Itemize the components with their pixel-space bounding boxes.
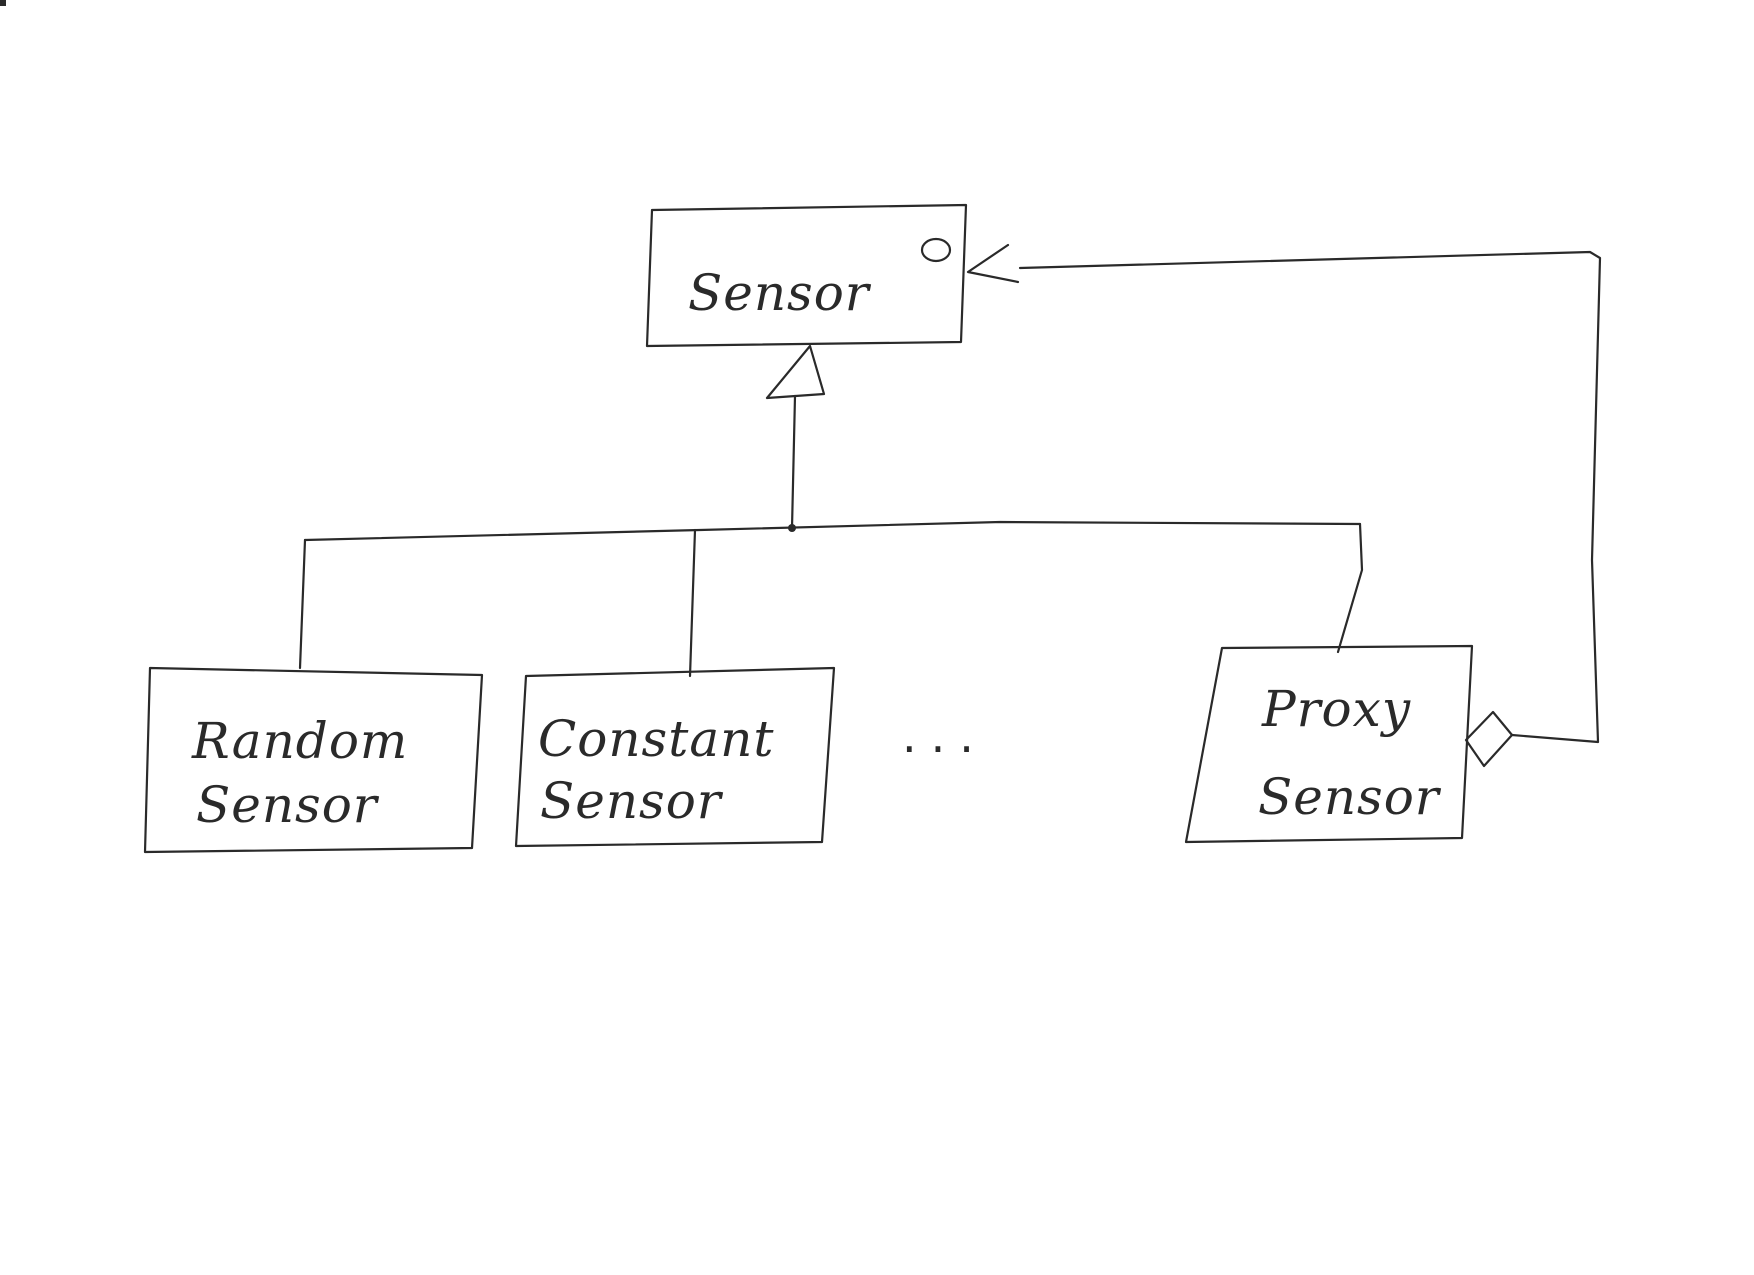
class-box-random-sensor-outline [143, 666, 484, 854]
aggregation-diamond [1464, 710, 1514, 768]
class-label-random-sensor-line1: Random [191, 712, 408, 770]
aggregation-connector [920, 237, 1602, 768]
class-box-sensor-outline [645, 203, 968, 348]
generalization-connector [298, 344, 1364, 678]
class-box-proxy-sensor-outline [1184, 644, 1474, 844]
class-box-constant-sensor: Constant Sensor [514, 666, 836, 848]
branch-random-sensor [298, 538, 307, 670]
aggregation-line [1018, 250, 1602, 744]
more-subclasses-ellipsis: ... [902, 709, 988, 763]
branch-proxy-sensor [1336, 522, 1364, 654]
aggregation-loop-mark [920, 237, 952, 263]
class-label-proxy-sensor-line1: Proxy [1261, 680, 1411, 738]
aggregation-arrowhead [966, 243, 1020, 284]
class-box-constant-sensor-outline [514, 666, 836, 848]
generalization-arrowhead [765, 344, 826, 400]
class-label-constant-sensor-line2: Sensor [540, 772, 724, 830]
class-label-random-sensor-line2: Sensor [196, 776, 380, 834]
generalization-bus [303, 520, 1362, 542]
class-box-proxy-sensor: Proxy Sensor [1184, 644, 1474, 844]
class-label-constant-sensor-line1: Constant [538, 710, 774, 768]
generalization-trunk [790, 394, 797, 530]
class-label-proxy-sensor-line2: Sensor [1258, 768, 1442, 826]
class-box-random-sensor: Random Sensor [143, 666, 484, 854]
branch-constant-sensor [688, 528, 697, 678]
class-box-sensor: Sensor [645, 203, 968, 348]
class-label-sensor-line1: Sensor [688, 264, 872, 322]
corner-mark [0, 0, 6, 6]
generalization-junction-dot [788, 524, 796, 532]
